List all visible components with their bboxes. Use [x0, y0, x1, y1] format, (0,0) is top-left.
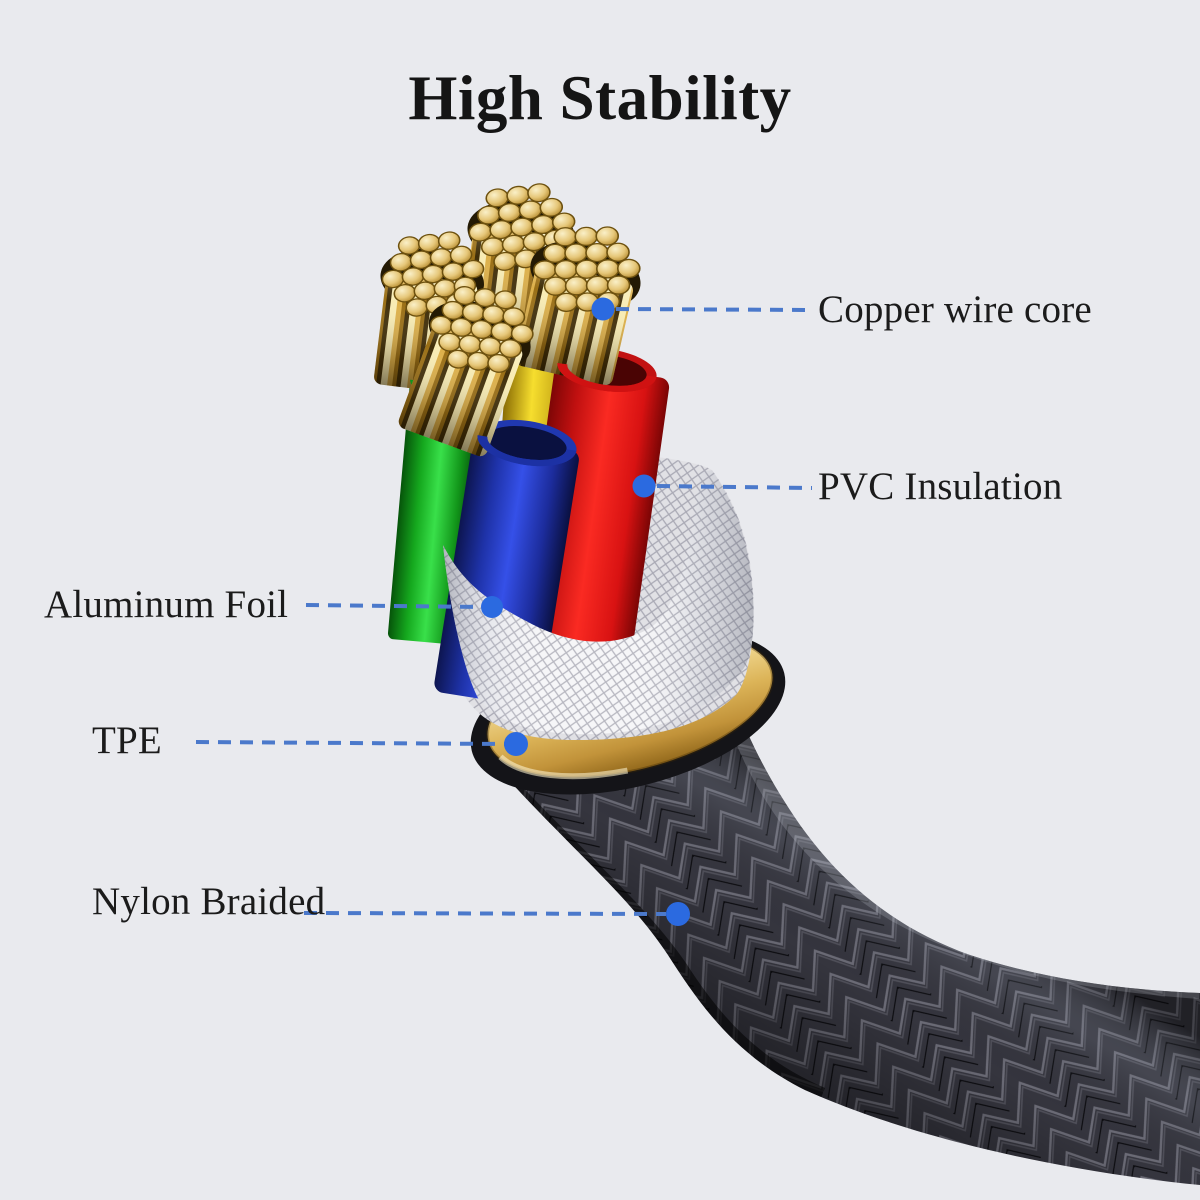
copper-bundle-front [398, 282, 538, 457]
leader-line-pvc [656, 484, 813, 490]
callout-copper-wire-core: Copper wire core [818, 288, 1092, 331]
callout-aluminum-foil: Aluminum Foil [44, 583, 289, 626]
marker-dot-tpe [504, 732, 528, 756]
marker-dots [481, 297, 690, 926]
leader-line-nylon [303, 911, 667, 916]
leader-line-copper [615, 307, 811, 312]
marker-dot-nylon [666, 902, 690, 926]
page-title: High Stability [408, 63, 792, 133]
pvc-red-lip [557, 363, 657, 392]
marker-dot-pvc [632, 474, 656, 498]
leader-line-tpe [195, 740, 507, 746]
aluminum-foil-front [443, 470, 754, 735]
marker-dot-copper [591, 297, 615, 321]
marker-dot-aluminum [481, 596, 503, 618]
callout-tpe: TPE [92, 719, 162, 762]
copper-bundle-right [515, 225, 642, 386]
pvc-blue-lip [477, 435, 577, 467]
callout-nylon-braided: Nylon Braided [92, 880, 326, 923]
leader-lines [195, 307, 813, 916]
leader-line-aluminum [305, 603, 485, 609]
callout-pvc-insulation: PVC Insulation [818, 465, 1063, 508]
